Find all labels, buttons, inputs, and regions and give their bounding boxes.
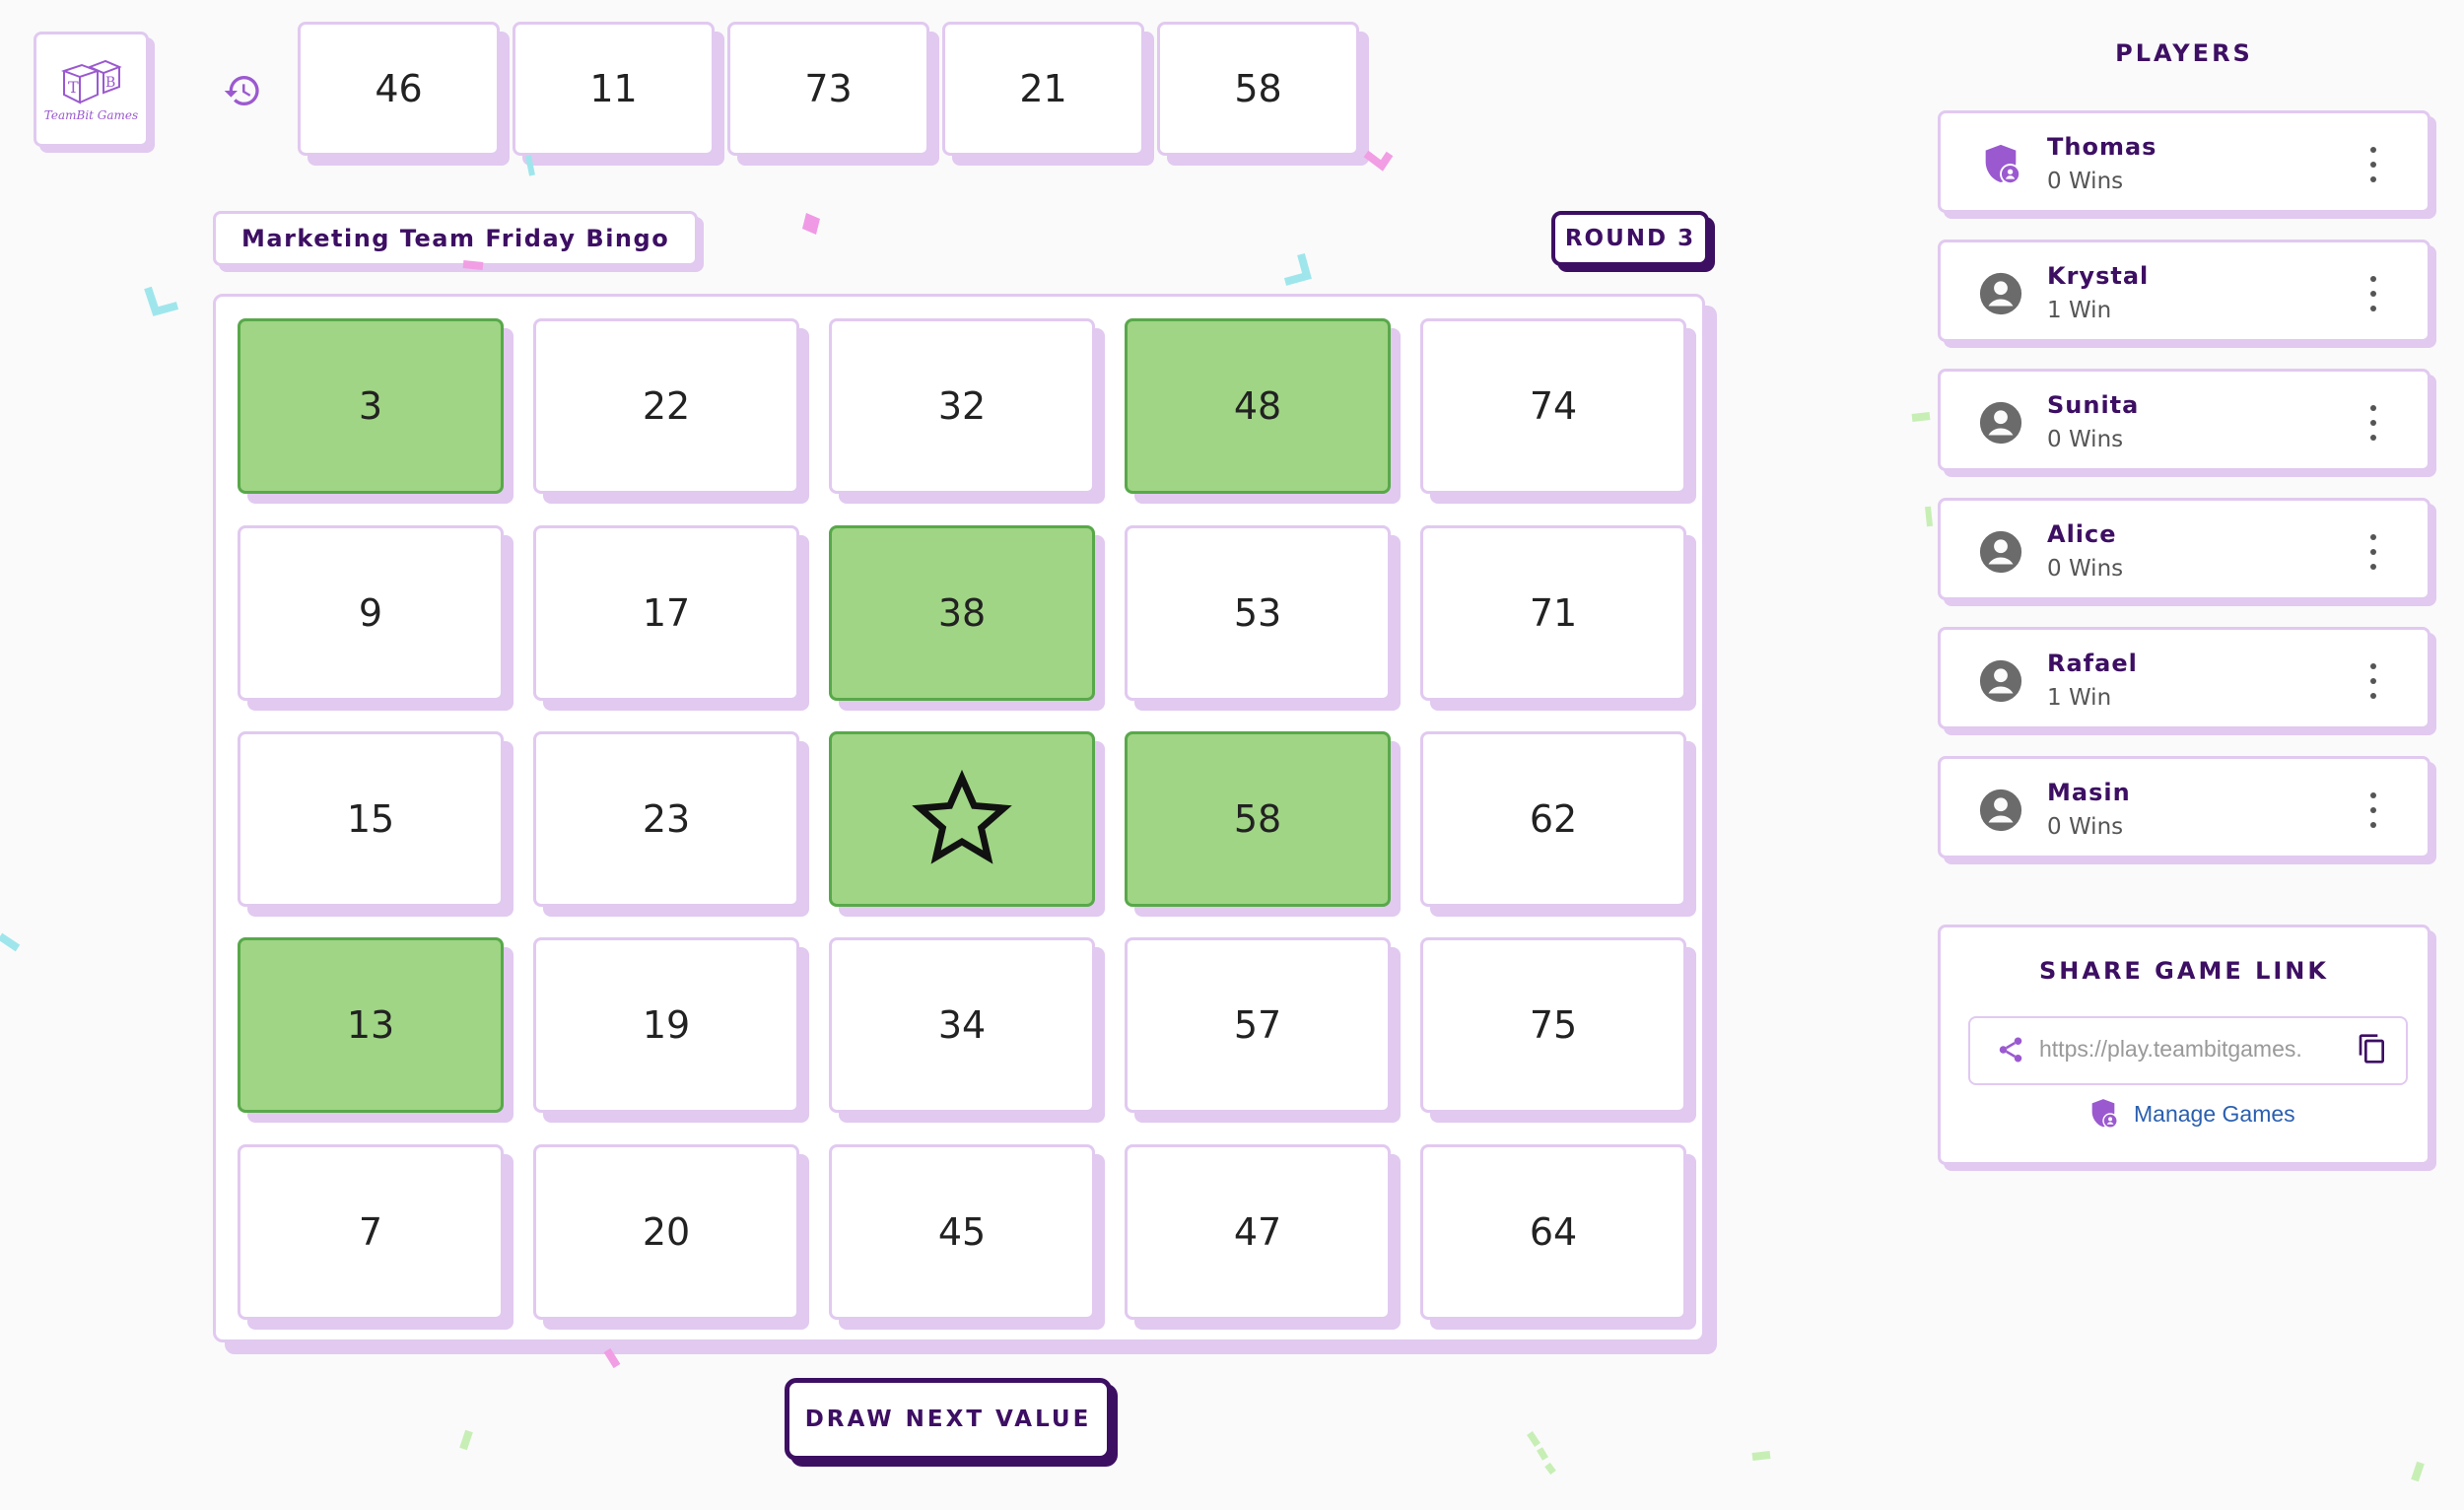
bingo-cell[interactable]: 57 <box>1125 937 1391 1113</box>
bingo-cell[interactable]: 17 <box>533 525 799 701</box>
player-name: Krystal <box>2047 262 2150 290</box>
player-wins: 0 Wins <box>2047 169 2124 194</box>
bingo-cell[interactable]: 23 <box>533 731 799 907</box>
bingo-cell[interactable]: 75 <box>1420 937 1686 1113</box>
user-avatar-icon <box>1979 272 2022 315</box>
player-card: Rafael 1 Win <box>1938 627 2430 729</box>
players-heading: PLAYERS <box>2115 39 2253 67</box>
player-wins: 0 Wins <box>2047 556 2124 582</box>
user-avatar-icon <box>1979 659 2022 703</box>
manage-games-label: Manage Games <box>2134 1100 2295 1127</box>
app-logo[interactable]: T B TeamBit Games <box>34 32 149 147</box>
more-vert-icon[interactable] <box>2366 792 2380 828</box>
admin-shield-icon <box>2091 1099 2118 1129</box>
logo-wordmark: TeamBit Games <box>43 107 139 122</box>
more-vert-icon[interactable] <box>2366 405 2380 441</box>
star-icon <box>912 769 1012 864</box>
share-icon <box>1999 1037 2022 1063</box>
player-name: Sunita <box>2047 391 2140 419</box>
player-name: Masin <box>2047 779 2131 806</box>
player-card: Alice 0 Wins <box>1938 498 2430 600</box>
player-name: Alice <box>2047 520 2117 548</box>
bingo-cell[interactable]: 74 <box>1420 318 1686 494</box>
bingo-cell[interactable]: 64 <box>1420 1144 1686 1320</box>
more-vert-icon[interactable] <box>2366 147 2380 182</box>
more-vert-icon[interactable] <box>2366 663 2380 699</box>
user-avatar-icon <box>1979 401 2022 445</box>
bingo-cell[interactable]: 19 <box>533 937 799 1113</box>
bingo-cell[interactable]: 58 <box>1125 731 1391 907</box>
manage-games-link[interactable]: Manage Games <box>2087 1097 2295 1131</box>
bingo-cell[interactable]: 15 <box>238 731 504 907</box>
dice-logo-icon: T B <box>60 59 122 104</box>
free-space-cell[interactable] <box>829 731 1095 907</box>
bingo-cell[interactable]: 9 <box>238 525 504 701</box>
bingo-cell[interactable]: 45 <box>829 1144 1095 1320</box>
bingo-cell[interactable]: 7 <box>238 1144 504 1320</box>
bingo-cell[interactable]: 47 <box>1125 1144 1391 1320</box>
player-wins: 1 Win <box>2047 685 2112 711</box>
svg-text:B: B <box>105 75 115 91</box>
copy-icon[interactable] <box>2357 1033 2388 1064</box>
bingo-cell[interactable]: 20 <box>533 1144 799 1320</box>
more-vert-icon[interactable] <box>2366 534 2380 570</box>
drawn-number: 21 <box>942 22 1144 156</box>
bingo-cell[interactable]: 48 <box>1125 318 1391 494</box>
drawn-number: 46 <box>298 22 500 156</box>
player-card: Sunita 0 Wins <box>1938 369 2430 471</box>
share-link-input[interactable] <box>2039 1018 2335 1079</box>
bingo-cell[interactable]: 38 <box>829 525 1095 701</box>
drawn-number: 11 <box>513 22 715 156</box>
bingo-cell[interactable]: 71 <box>1420 525 1686 701</box>
player-name: Rafael <box>2047 650 2138 677</box>
bingo-cell[interactable]: 32 <box>829 318 1095 494</box>
bingo-cell[interactable]: 53 <box>1125 525 1391 701</box>
draw-next-value-button[interactable]: DRAW NEXT VALUE <box>785 1378 1112 1461</box>
admin-shield-icon <box>1985 144 2021 185</box>
drawn-number: 58 <box>1157 22 1359 156</box>
player-wins: 0 Wins <box>2047 427 2124 452</box>
drawn-number: 73 <box>727 22 929 156</box>
player-wins: 0 Wins <box>2047 814 2124 840</box>
user-avatar-icon <box>1979 789 2022 832</box>
bingo-board: 3 22 32 48 74 9 17 38 53 71 15 23 58 62 … <box>213 294 1705 1342</box>
bingo-cell[interactable]: 13 <box>238 937 504 1113</box>
player-card: Krystal 1 Win <box>1938 240 2430 342</box>
share-heading: SHARE GAME LINK <box>2039 957 2329 985</box>
share-link-field <box>1968 1016 2408 1085</box>
share-game-card: SHARE GAME LINK Manage Games <box>1938 925 2430 1165</box>
more-vert-icon[interactable] <box>2366 276 2380 311</box>
bingo-cell[interactable]: 62 <box>1420 731 1686 907</box>
history-button[interactable] <box>221 69 264 112</box>
game-title: Marketing Team Friday Bingo <box>213 211 699 266</box>
bingo-cell[interactable]: 3 <box>238 318 504 494</box>
bingo-cell[interactable]: 22 <box>533 318 799 494</box>
round-badge: ROUND 3 <box>1551 211 1709 266</box>
svg-text:T: T <box>68 78 79 97</box>
history-icon <box>224 76 259 106</box>
user-avatar-icon <box>1979 530 2022 574</box>
player-name: Thomas <box>2047 133 2157 161</box>
player-card: Thomas 0 Wins <box>1938 110 2430 213</box>
player-card: Masin 0 Wins <box>1938 756 2430 858</box>
bingo-cell[interactable]: 34 <box>829 937 1095 1113</box>
player-wins: 1 Win <box>2047 298 2112 323</box>
